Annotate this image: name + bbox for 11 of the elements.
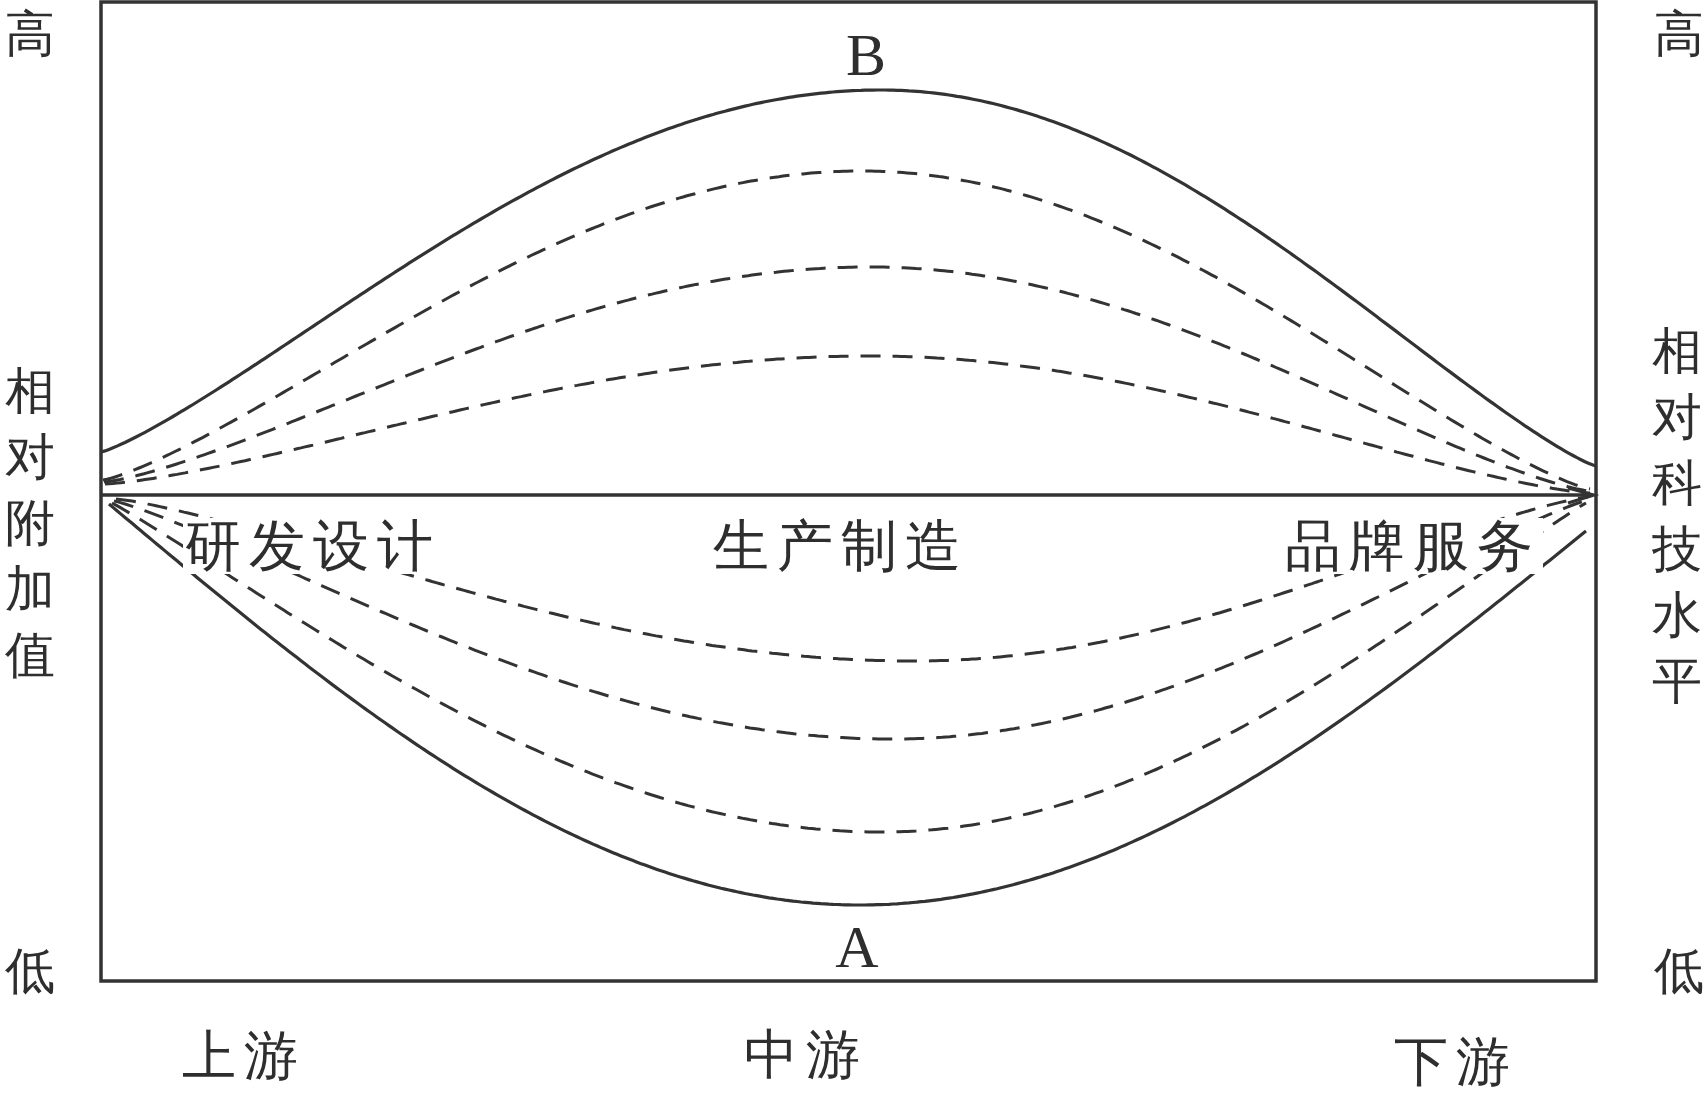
point-label: A (835, 917, 879, 977)
segment-label: 上游 (182, 1029, 306, 1083)
scale-label: 低 (5, 946, 55, 996)
scale-label: 高 (1654, 9, 1704, 59)
scale-label: 低 (1654, 946, 1704, 996)
segment-label: 中游 (744, 1028, 868, 1082)
axis-title: 相对科技水平 (1652, 322, 1702, 711)
segment-label: 下游 (1394, 1035, 1518, 1089)
point-label: B (846, 25, 886, 85)
scale-label: 高 (5, 9, 55, 59)
axis-title: 相对附加值 (5, 362, 55, 685)
